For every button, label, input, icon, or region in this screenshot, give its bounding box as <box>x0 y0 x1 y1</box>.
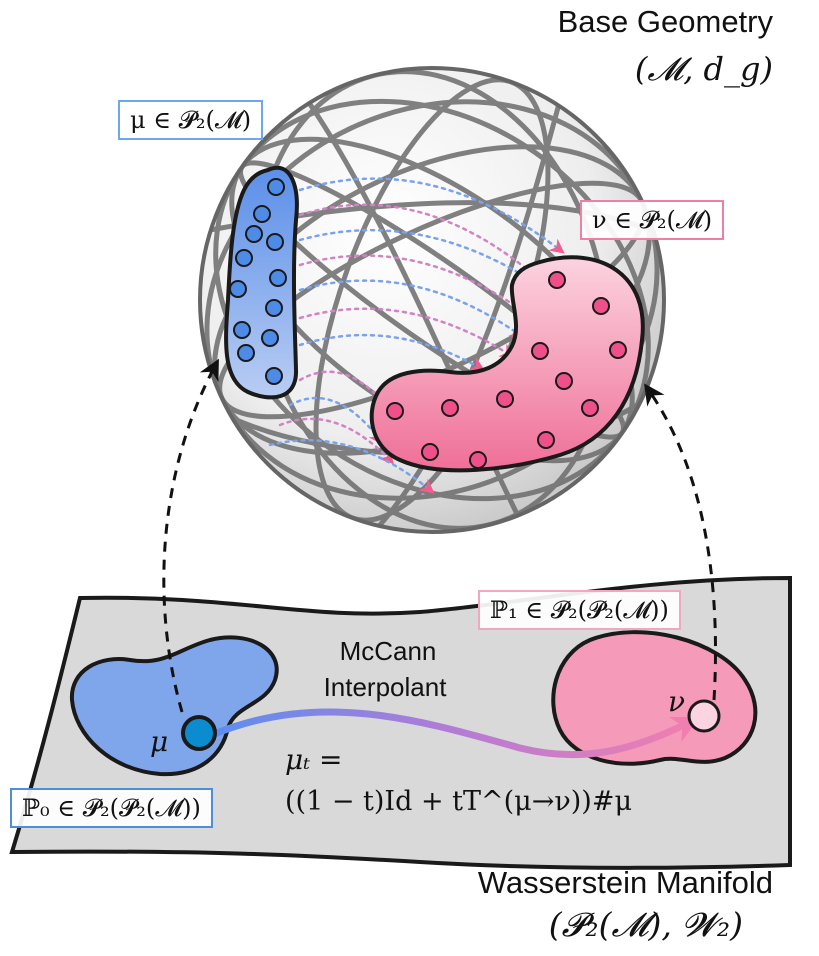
lift-arrow-right <box>644 383 718 701</box>
mu-sample-dot <box>235 249 253 267</box>
mu-sample-dot <box>237 344 255 362</box>
nu-point-label: ν <box>668 685 686 718</box>
nu-samples <box>386 271 627 469</box>
formula-line2: ((1 − t)Id + tT^(μ→ν))#μ <box>285 786 632 817</box>
transport-arrow <box>298 203 545 284</box>
mu-sample-dot <box>265 367 283 385</box>
base-geometry-title: Base Geometry <box>557 4 773 39</box>
nu-point-marker <box>687 699 721 733</box>
transport-arrow <box>288 396 384 445</box>
transport-arrow <box>268 439 435 494</box>
mu-sample-dot <box>267 178 285 196</box>
mccann-label-line1: McCann <box>339 636 437 666</box>
mu-sample-dot <box>229 280 247 298</box>
nu-sample-dot <box>421 443 439 461</box>
nu-sample-dot <box>386 402 404 420</box>
transport-arrow <box>278 417 395 465</box>
mu-sample-dot <box>233 321 251 339</box>
nu-label-box: ν ∈ 𝓟₂(𝓜) <box>580 200 725 240</box>
mu-sample-dot <box>265 299 283 317</box>
nu-sample-dot <box>592 297 610 315</box>
wasserstein-notation: (𝓟₂(𝓜), 𝓦₂) <box>548 905 743 944</box>
transport-arrow <box>298 279 525 339</box>
mu-sample-dot <box>245 225 263 243</box>
mu-sample-dot <box>253 205 271 223</box>
formula-line1: μₜ = <box>285 743 343 776</box>
mu-sample-dot <box>261 329 279 347</box>
mu-sample-dot <box>269 269 287 287</box>
mu-point-marker <box>181 715 217 751</box>
nu-sample-dot <box>609 341 627 359</box>
transport-arrow <box>298 254 540 324</box>
mu-distribution-shape <box>224 166 299 400</box>
p0-distribution-shape <box>69 635 279 777</box>
transport-arrow <box>298 177 565 254</box>
mu-point-label: μ <box>150 725 169 758</box>
nu-sample-dot <box>469 451 487 469</box>
mu-label-box: μ ∈ 𝓟₂(𝓜) <box>118 100 264 140</box>
lift-arrow-left <box>162 358 219 713</box>
nu-sample-dot <box>531 342 549 360</box>
p0-label-box: ℙ₀ ∈ 𝓟₂(𝓟₂(𝓜)) <box>10 788 213 828</box>
mccann-interpolant-path <box>210 708 701 759</box>
base-geometry-notation: (𝓜, d_g) <box>634 50 773 88</box>
p1-label-box: ℙ₁ ∈ 𝓟₂(𝓟₂(𝓜)) <box>478 590 681 630</box>
nu-sample-dot <box>441 399 459 417</box>
mu-sample-dot <box>266 233 284 251</box>
mu-samples <box>229 178 287 385</box>
nu-sample-dot <box>548 271 566 289</box>
transport-arrow <box>298 228 565 304</box>
transport-arrow <box>298 333 486 371</box>
nu-distribution-shape <box>369 255 645 473</box>
nu-sample-dot <box>555 372 573 390</box>
mccann-label-line2: Interpolant <box>323 672 447 702</box>
nu-sample-dot <box>496 390 514 408</box>
transport-arrow <box>298 307 516 359</box>
nu-sample-dot <box>581 399 599 417</box>
wasserstein-title: Wasserstein Manifold <box>477 865 773 900</box>
nu-sample-dot <box>537 431 555 449</box>
